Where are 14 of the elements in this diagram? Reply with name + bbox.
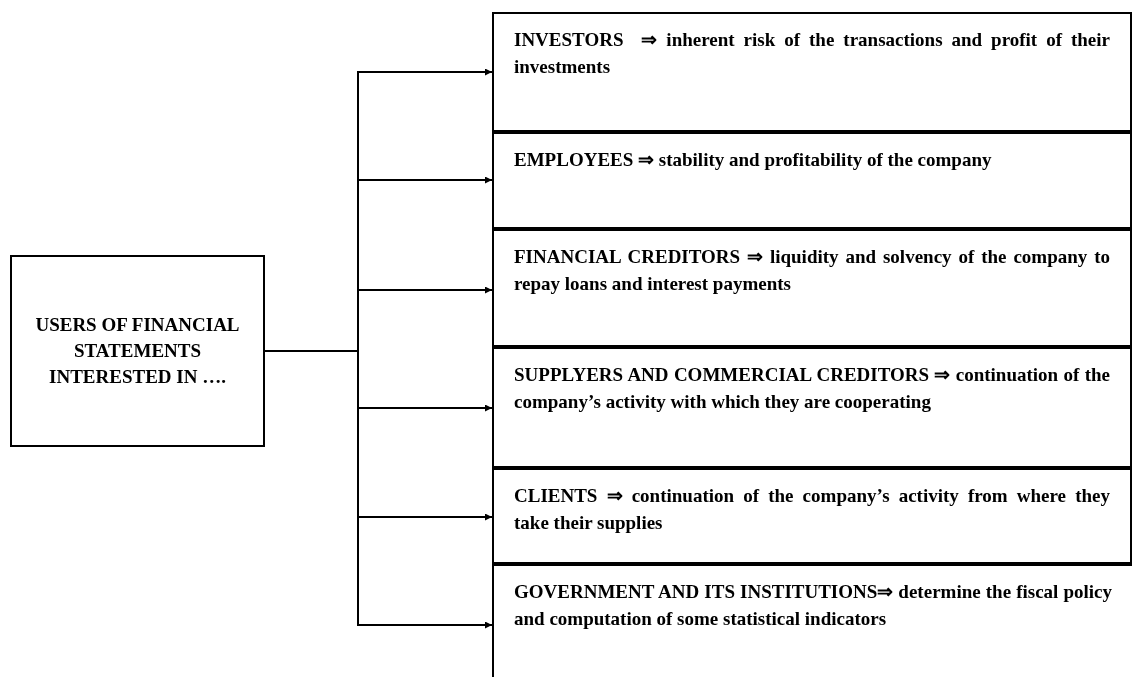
box-text: FINANCIAL CREDITORS ⇒ liquidity and solvency of the company to repay loans and interest payments	[514, 245, 1110, 296]
user-box	[492, 564, 1132, 677]
source-box	[10, 255, 265, 447]
user-box	[492, 132, 1132, 229]
user-box	[492, 229, 1132, 347]
box-text: GOVERNMENT AND ITS INSTITUTIONS⇒ determine the fiscal policy and computation of some statistical indicators	[514, 580, 1112, 631]
user-box	[492, 12, 1132, 132]
box-text: SUPPLYERS AND COMMERCIAL CREDITORS ⇒ continuation of the company’s activity with which they are cooperating	[514, 363, 1110, 414]
user-box	[492, 347, 1132, 468]
box-text: CLIENTS ⇒ continuation of the company’s activity from where they take their supplies	[514, 484, 1110, 535]
box-title: USERS OF FINANCIAL STATEMENTS INTERESTED IN ….	[34, 313, 241, 389]
user-box	[492, 468, 1132, 564]
box-text: INVESTORS ⇒ inherent risk of the transactions and profit of their investments	[514, 28, 1110, 79]
box-text: EMPLOYEES ⇒ stability and profitability of the company	[514, 148, 993, 172]
